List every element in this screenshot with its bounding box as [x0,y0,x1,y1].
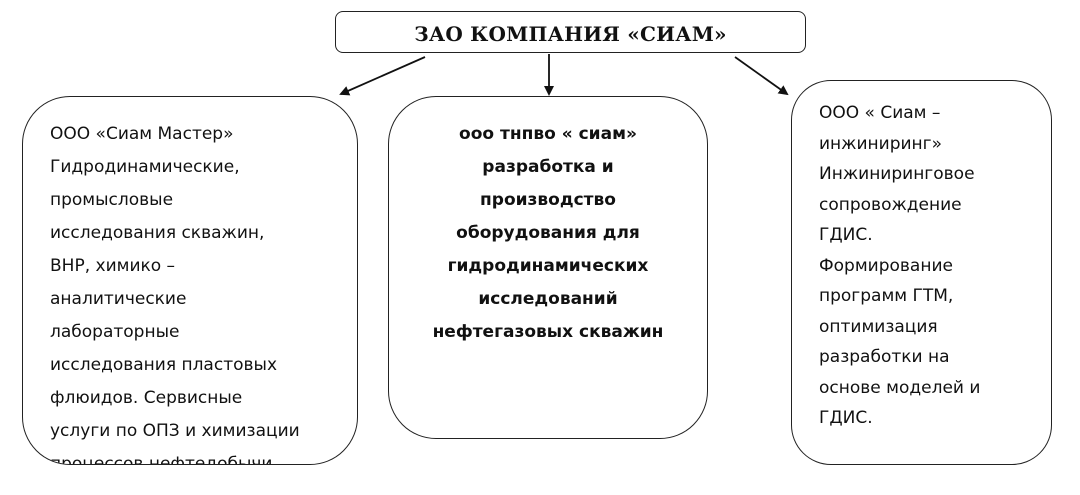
parent-company-title: ЗАО КОМПАНИЯ «СИАМ» [414,22,727,46]
subsidiary-tnpvo-siam-text: ооо тнпво « сиам» разработка и производс… [432,124,664,342]
subsidiary-box-siam-engineering: ООО « Сиам – инжиниринг» Инжиниринговое … [791,80,1052,465]
arrow-to-right-box [734,56,789,96]
arrow-to-left-box [339,56,426,96]
subsidiary-box-siam-master: ООО «Сиам Мастер» Гидродинамические, про… [22,96,358,465]
subsidiary-box-tnpvo-siam: ооо тнпво « сиам» разработка и производс… [388,96,708,439]
parent-company-box: ЗАО КОМПАНИЯ «СИАМ» [335,11,806,53]
subsidiary-siam-master-text: ООО «Сиам Мастер» Гидродинамические, про… [50,124,300,465]
subsidiary-siam-engineering-text: ООО « Сиам – инжиниринг» Инжиниринговое … [819,103,981,428]
